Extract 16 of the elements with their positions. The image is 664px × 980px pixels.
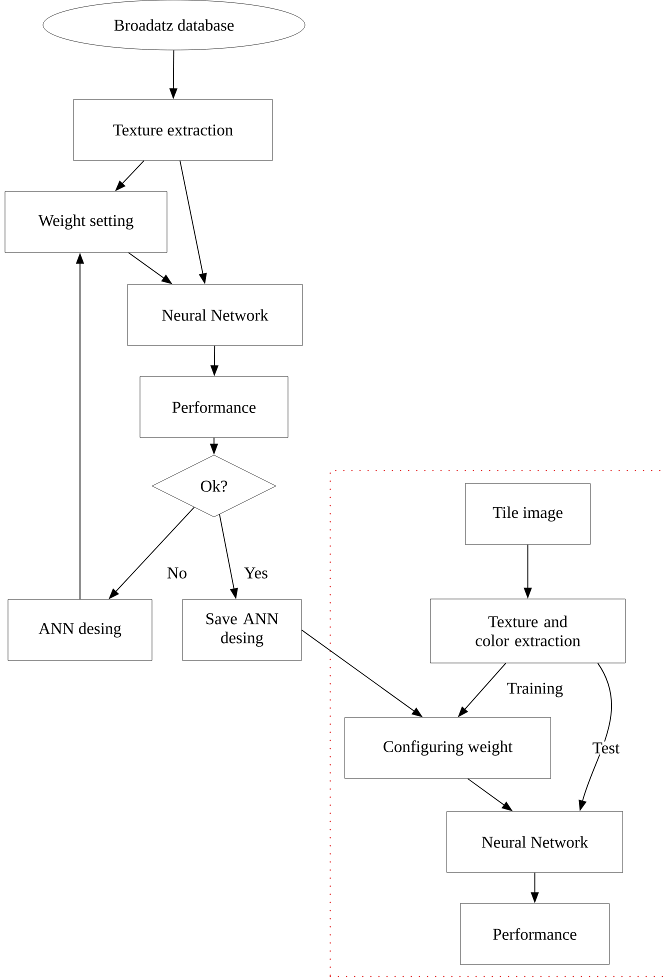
process-box: Neural Network (127, 284, 303, 346)
process-box: Performance (140, 376, 288, 438)
dotted-frame (330, 470, 664, 978)
process-box: Weight setting (4, 191, 168, 253)
process-box: Configuring weight (344, 717, 551, 779)
process-box: Texture extraction (73, 99, 273, 161)
process-box: ANN desing (8, 599, 152, 661)
edge-label: Yes (243, 566, 269, 580)
edge-label: No (166, 566, 188, 580)
process-box: Neural Network (446, 811, 623, 873)
edge-label: Training (506, 682, 564, 698)
edge-label: Test (591, 742, 621, 754)
process-box: Performance (460, 903, 610, 965)
process-box: Texture and color extraction (430, 598, 626, 664)
process-box: Save ANN desing (182, 599, 302, 661)
process-box: Tile image (465, 483, 590, 545)
